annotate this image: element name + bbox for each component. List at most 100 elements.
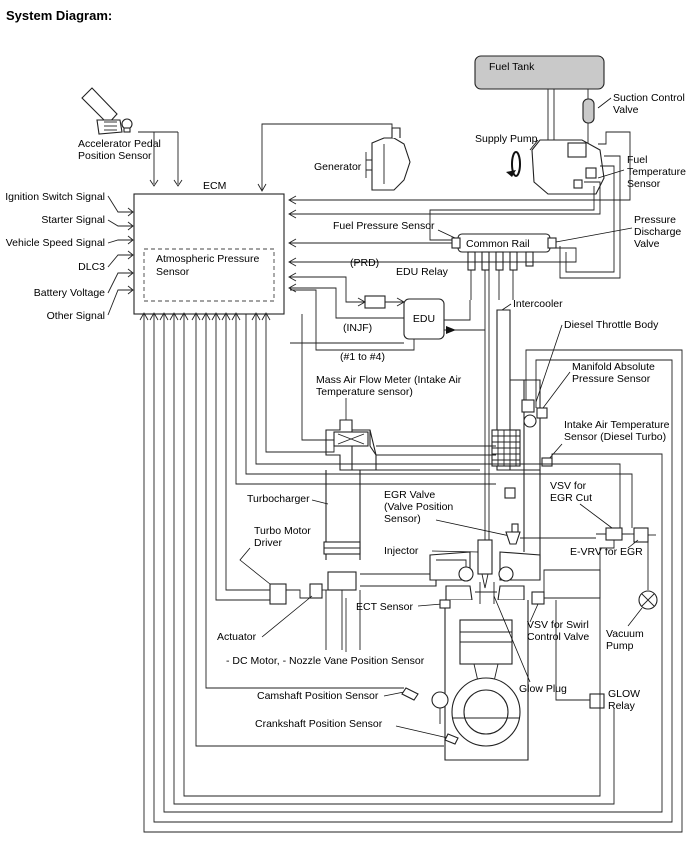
ecm-box[interactable] — [133, 193, 285, 315]
map-sensor-label-2: Pressure Sensor — [572, 373, 651, 385]
engine-block — [429, 551, 541, 761]
signal-dlc3: DLC3 — [78, 261, 105, 273]
vsv-egr-cut-icon[interactable] — [596, 527, 630, 541]
actuator-label: Actuator — [217, 631, 257, 643]
pressure-discharge-label-3: Valve — [634, 238, 660, 250]
diesel-throttle-icon[interactable] — [521, 399, 537, 428]
vsv-swirl-icon[interactable] — [531, 591, 545, 605]
injector-icon[interactable] — [477, 539, 493, 589]
map-sensor-label-1: Manifold Absolute — [572, 361, 655, 373]
maf-label-2: Temperature sensor) — [316, 386, 413, 398]
egr-valve-label-3: Sensor) — [384, 513, 421, 525]
fuel-pipes — [429, 155, 621, 279]
fuel-tank-icon — [474, 55, 605, 90]
fuel-temp-label-2: Temperature — [627, 166, 686, 178]
fuel-temp-label-3: Sensor — [627, 178, 661, 190]
common-rail-icon[interactable] — [451, 233, 557, 271]
ecm-label: ECM — [203, 180, 226, 192]
glow-relay-icon[interactable] — [589, 693, 605, 709]
vacuum-pump-icon[interactable] — [638, 590, 658, 610]
signal-battery: Battery Voltage — [34, 287, 105, 299]
accelerator-sensor-label-2: Position Sensor — [78, 150, 152, 162]
injector-label: Injector — [384, 545, 419, 557]
vacuum-pump-label-2: Pump — [606, 640, 634, 652]
diagram-title: System Diagram: — [6, 8, 112, 23]
rotation-arrow-icon — [506, 151, 521, 177]
edu-label: EDU — [413, 313, 435, 325]
egr-valve-label-1: EGR Valve — [384, 489, 435, 501]
glow-plug-label: Glow Plug — [519, 683, 567, 695]
iat-sensor-icon — [541, 457, 553, 467]
vacuum-pump-label-1: Vacuum — [606, 628, 644, 640]
signal-list: Ignition Switch Signal Starter Signal Ve… — [5, 191, 105, 322]
egr-position-sensor-icon — [504, 487, 516, 499]
map-sensor-icon — [536, 407, 548, 419]
crankshaft-label: Crankshaft Position Sensor — [255, 718, 383, 730]
suction-control-valve-icon — [582, 98, 595, 148]
turbo-driver-label-1: Turbo Motor — [254, 525, 311, 537]
e-vrv-icon[interactable] — [633, 527, 656, 543]
signal-vehicle-speed: Vehicle Speed Signal — [6, 237, 105, 249]
signal-ignition: Ignition Switch Signal — [5, 191, 105, 203]
vacuum-hoses — [520, 533, 649, 599]
inj-1-4-label: (#1 to #4) — [340, 351, 385, 363]
egr-valve-icon[interactable] — [505, 523, 521, 545]
dc-motor-label: - DC Motor, - Nozzle Vane Position Senso… — [226, 655, 425, 667]
injf-label: (INJF) — [343, 322, 372, 334]
signal-starter: Starter Signal — [41, 214, 105, 226]
prd-label: (PRD) — [350, 257, 379, 269]
edu-box[interactable] — [403, 298, 445, 340]
turbo-driver-icon[interactable] — [269, 583, 287, 605]
ecm-harness-wires — [143, 314, 683, 833]
edu-relay-label: EDU Relay — [396, 266, 449, 278]
accelerator-wires — [138, 131, 179, 184]
atmospheric-sensor-label-1: Atmospheric Pressure — [156, 253, 259, 265]
vsv-egr-cut-label-1: VSV for — [550, 480, 587, 492]
vsv-egr-cut-label-2: EGR Cut — [550, 492, 592, 504]
glow-relay-label-1: GLOW — [608, 688, 640, 700]
generator-label: Generator — [314, 161, 362, 173]
fuel-lines-tank — [547, 89, 589, 140]
signal-other: Other Signal — [47, 310, 105, 322]
accelerator-sensor-label-1: Accelerator Pedal — [78, 138, 161, 150]
fuel-tank-label: Fuel Tank — [489, 61, 535, 73]
supply-pump-icon — [531, 139, 605, 195]
generator-wire — [261, 123, 393, 190]
fuel-temp-label-1: Fuel — [627, 154, 647, 166]
atmospheric-sensor-label-2: Sensor — [156, 266, 190, 278]
iat-label-1: Intake Air Temperature — [564, 419, 670, 431]
injector-pipes — [470, 270, 514, 540]
glow-relay-label-2: Relay — [608, 700, 636, 712]
intercooler-label: Intercooler — [513, 298, 563, 310]
ect-sensor-label: ECT Sensor — [356, 601, 413, 613]
suction-control-label-2: Valve — [613, 104, 639, 116]
crankshaft-sensor-icon — [444, 733, 459, 745]
egr-valve-label-2: (Valve Position — [384, 501, 453, 513]
intercooler-icon — [491, 429, 521, 467]
pressure-discharge-label-1: Pressure — [634, 214, 676, 226]
diesel-throttle-label: Diesel Throttle Body — [564, 319, 659, 331]
signal-arrows — [107, 195, 134, 316]
ect-sensor-icon — [439, 599, 451, 609]
vsv-swirl-label-1: VSV for Swirl — [527, 619, 589, 631]
edu-wires — [288, 272, 485, 351]
turbocharger-icon — [323, 541, 361, 650]
turbocharger-label: Turbocharger — [247, 493, 310, 505]
pressure-discharge-label-2: Discharge — [634, 226, 681, 238]
suction-control-label-1: Suction Control — [613, 92, 685, 104]
camshaft-label: Camshaft Position Sensor — [257, 690, 379, 702]
turbo-driver-label-2: Driver — [254, 537, 283, 549]
supply-pump-label: Supply Pump — [475, 133, 538, 145]
fuel-pressure-sensor-label: Fuel Pressure Sensor — [333, 220, 435, 232]
maf-label-1: Mass Air Flow Meter (Intake Air — [316, 374, 462, 386]
edu-relay-icon — [364, 295, 386, 309]
accelerator-pedal-icon — [81, 87, 133, 135]
iat-label-2: Sensor (Diesel Turbo) — [564, 431, 666, 443]
actuator-icon[interactable] — [309, 583, 330, 599]
generator-icon — [365, 127, 411, 191]
e-vrv-label: E-VRV for EGR — [570, 546, 643, 558]
common-rail-label: Common Rail — [466, 238, 530, 250]
vsv-swirl-label-2: Control Valve — [527, 631, 589, 643]
maf-meter-icon[interactable] — [333, 431, 369, 447]
